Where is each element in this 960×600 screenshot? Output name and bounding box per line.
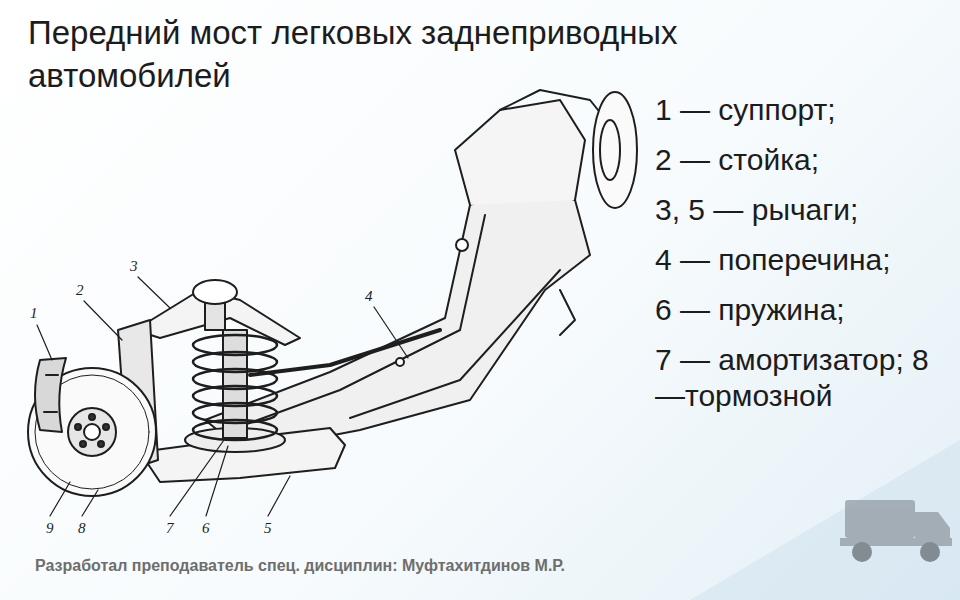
parts-list: 1 — суппорт; 2 — стойка; 3, 5 — рычаги; 4 —…: [655, 92, 945, 428]
callout-number: 1: [28, 305, 40, 321]
truck-icon: [840, 500, 952, 562]
part-legend-item: 4 — поперечина;: [655, 242, 945, 278]
part-legend-item: 2 — стойка;: [655, 142, 945, 178]
part-legend-item: 6 — пружина;: [655, 292, 945, 328]
callout-number: 5: [262, 520, 274, 536]
callout-number: 2: [74, 282, 86, 298]
callout-number: 4: [363, 288, 375, 304]
part-legend-item: 3, 5 — рычаги;: [655, 192, 945, 228]
author-note: Разработал преподаватель спец. дисциплин…: [35, 556, 655, 575]
callout-number: 8: [76, 520, 88, 536]
callout-number: 7: [164, 520, 176, 536]
decor-band: [690, 440, 960, 600]
callout-number: 6: [200, 520, 212, 536]
front-axle-drawing: [28, 90, 637, 516]
callout-number: 9: [44, 520, 56, 536]
callout-number: 3: [128, 258, 140, 274]
part-legend-item: 1 — суппорт;: [655, 92, 945, 128]
part-legend-item: 7 — амортизатор; 8 —тормозной: [655, 342, 945, 414]
slide-title: Передний мост легковых заднеприводных ав…: [28, 12, 828, 98]
